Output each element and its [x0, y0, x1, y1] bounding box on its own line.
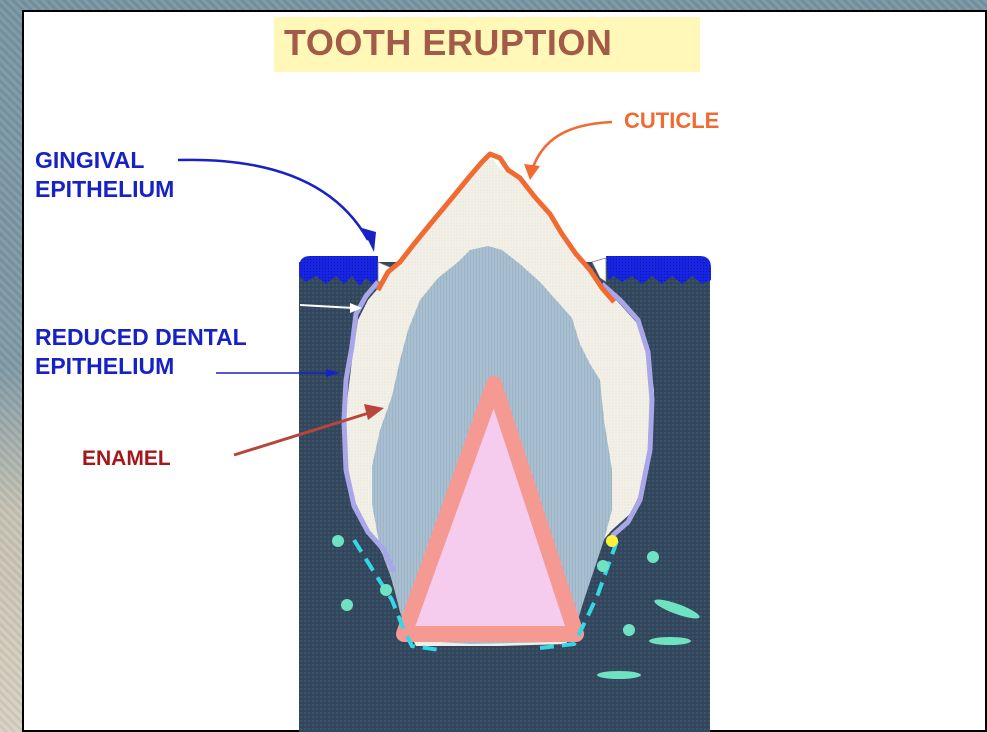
cuticle-arrowhead — [524, 164, 540, 180]
label-reduced-line1: REDUCED DENTAL — [35, 323, 247, 352]
label-gingival-line1: GINGIVAL — [35, 146, 174, 175]
label-gingival-epithelium: GINGIVAL EPITHELIUM — [35, 146, 174, 204]
gingival-arrowhead — [362, 228, 376, 252]
label-reduced-dental-epithelium: REDUCED DENTAL EPITHELIUM — [35, 323, 247, 381]
cuticle-arrow — [532, 122, 612, 170]
label-reduced-line2: EPITHELIUM — [35, 352, 247, 381]
yellow-cell — [606, 535, 618, 547]
label-enamel: ENAMEL — [82, 444, 171, 473]
label-cuticle: CUTICLE — [624, 106, 719, 135]
label-gingival-line2: EPITHELIUM — [35, 175, 174, 204]
gingival-arrow — [178, 160, 368, 240]
